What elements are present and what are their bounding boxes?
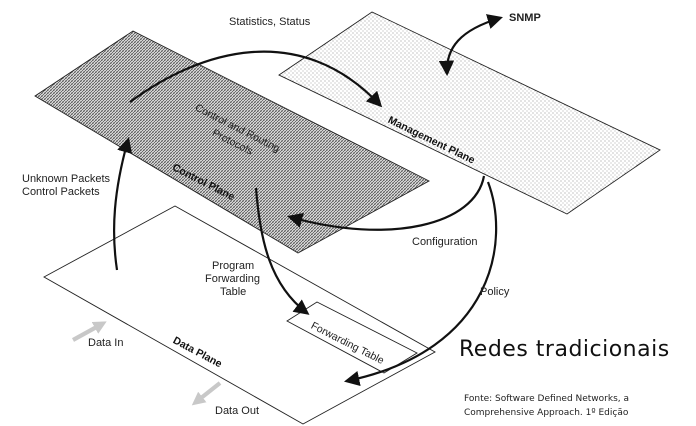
label-snmp: SNMP — [509, 12, 541, 24]
label-program-forwarding-line1: Program — [212, 260, 254, 272]
arrow-policy — [343, 181, 498, 387]
label-unknown-packets: Unknown Packets — [22, 173, 111, 185]
arrow-statistics-status — [129, 50, 383, 108]
source-line-1: Fonte: Software Defined Networks, a — [464, 394, 630, 404]
arrow-data-out — [191, 381, 222, 406]
arrow-program-forwarding-table — [254, 187, 310, 315]
arrow-snmp — [438, 14, 503, 77]
management-plane — [278, 11, 661, 215]
label-data-in: Data In — [88, 337, 123, 349]
label-data-out: Data Out — [215, 405, 259, 417]
source-line-2: Comprehensive Approach. 1º Edição — [464, 408, 629, 418]
control-plane — [34, 30, 430, 254]
label-control-packets: Control Packets — [22, 186, 100, 198]
label-statistics-status: Statistics, Status — [229, 16, 311, 28]
arrow-configuration — [287, 175, 486, 231]
label-configuration: Configuration — [412, 236, 477, 248]
label-program-forwarding-line2: Forwarding — [205, 273, 260, 285]
arrow-unknown-packets — [112, 137, 133, 271]
label-program-forwarding-line3: Table — [220, 286, 246, 298]
arrow-data-in — [71, 321, 107, 342]
label-policy: Policy — [480, 286, 510, 298]
slide-heading: Redes tradicionais — [459, 337, 670, 362]
data-plane — [43, 205, 436, 425]
